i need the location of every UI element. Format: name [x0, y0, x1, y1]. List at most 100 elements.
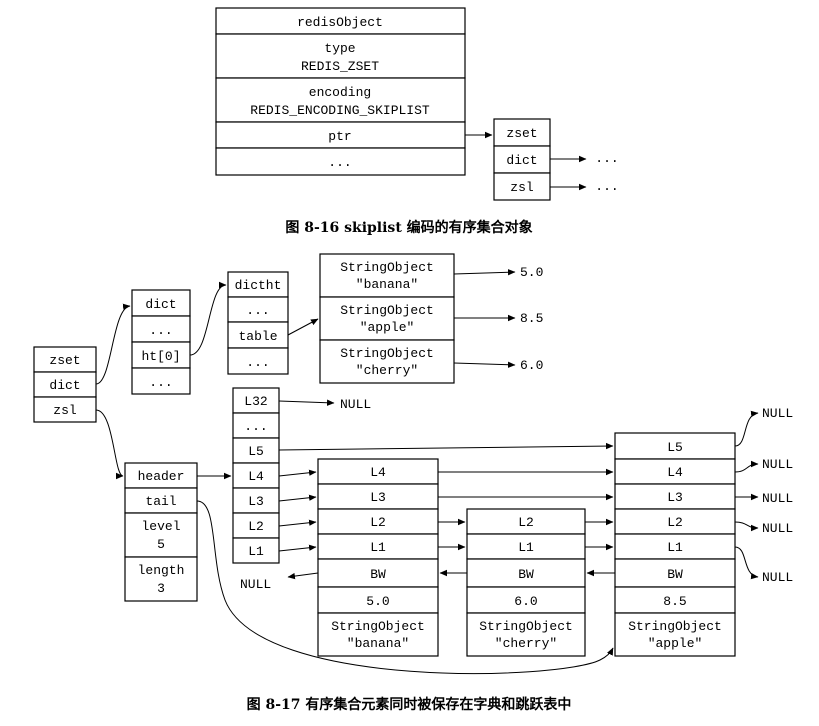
zsl-tail-field: tail: [145, 494, 176, 509]
fig16-redis-object: redisObject type REDIS_ZSET encoding RED…: [215, 7, 466, 176]
entry-banana-member: "banana": [356, 277, 418, 292]
tail-to-apple-link: [196, 500, 614, 675]
apple-l1-null-arrow: [734, 546, 759, 580]
zset-dict-field: dict: [506, 153, 537, 168]
redis-object-title: redisObject: [297, 15, 383, 30]
fig16-caption: 图 8-16 skiplist 编码的有序集合对象: [285, 219, 532, 236]
encoding-value: REDIS_ENCODING_SKIPLIST: [250, 103, 430, 118]
apple-l5-null-arrow: [734, 410, 759, 447]
zsl-length-value: 3: [157, 581, 165, 596]
header-level-l3: L3: [248, 494, 264, 509]
skiplist-node-banana: L4 L3 L2 L1 BW 5.0 StringObject "banana": [317, 458, 439, 657]
dict-title: dict: [145, 297, 176, 312]
node-banana-score: 5.0: [366, 594, 389, 609]
node-banana-member: "banana": [347, 636, 409, 651]
zsl-header-link: [95, 409, 124, 480]
entry-apple-score: 8.5: [520, 311, 543, 326]
banana-score-arrow: [453, 269, 516, 276]
banana-bw-null-arrow: [287, 572, 319, 580]
dict-ellipsis: ...: [595, 151, 618, 166]
zsl-ellipsis: ...: [595, 179, 618, 194]
ht0-dictht-link: [189, 281, 227, 356]
dictht-table-field: table: [238, 329, 277, 344]
dict-ellipsis-2: ...: [149, 375, 172, 390]
header-level-l5: L5: [248, 444, 264, 459]
l3-banana-arrow: [278, 494, 317, 502]
object-ellipsis: ...: [328, 155, 351, 170]
dict-struct: dict ... ht[0] ...: [131, 289, 191, 395]
header-level-l2: L2: [248, 519, 264, 534]
zset-zsl-field: zsl: [510, 180, 534, 195]
null-label-apple-l1: NULL: [762, 570, 793, 585]
type-value: REDIS_ZSET: [301, 59, 379, 74]
ptr-field: ptr: [328, 129, 351, 144]
entry-apple-type: StringObject: [340, 303, 434, 318]
null-label-apple-l5: NULL: [762, 406, 793, 421]
l5-apple-arrow: [278, 442, 614, 451]
l32-null-arrow: [278, 399, 335, 406]
node-banana-l4: L4: [370, 465, 386, 480]
encoding-label: encoding: [309, 85, 371, 100]
l2-banana-arrow: [278, 519, 317, 527]
skiplist-node-cherry: L2 L1 BW 6.0 StringObject "cherry": [466, 508, 586, 657]
entry-banana-score: 5.0: [520, 265, 543, 280]
node-apple-l1: L1: [667, 540, 683, 555]
null-label-apple-l2: NULL: [762, 521, 793, 536]
l1-banana-arrow: [278, 544, 317, 552]
header-level-l32: L32: [244, 394, 267, 409]
apple-l4-null-arrow: [734, 460, 759, 473]
header-node: L32 ... L5 L4 L3 L2 L1: [232, 387, 280, 564]
node-apple-l5: L5: [667, 440, 683, 455]
node-apple-bw: BW: [667, 567, 683, 582]
zset-dict-link: [95, 303, 131, 385]
entry-cherry-type: StringObject: [340, 346, 434, 361]
entry-cherry-member: "cherry": [356, 363, 418, 378]
zsl-length-label: length: [138, 563, 185, 578]
node-apple-obj: StringObject: [628, 619, 722, 634]
node-banana-obj: StringObject: [331, 619, 425, 634]
l4-banana-arrow: [278, 469, 317, 477]
node-cherry-l1: L1: [518, 540, 534, 555]
null-label-l32: NULL: [340, 397, 371, 412]
entry-cherry-score: 6.0: [520, 358, 543, 373]
node-cherry-score: 6.0: [514, 594, 537, 609]
node-banana-l2: L2: [370, 515, 386, 530]
fig17-caption: 图 8-17 有序集合元素同时被保存在字典和跳跃表中: [247, 696, 572, 713]
dictht-struct: dictht ... table ...: [227, 271, 289, 375]
null-label-bw: NULL: [240, 577, 271, 592]
zset-dict-field: dict: [49, 378, 80, 393]
node-apple-l2: L2: [667, 515, 683, 530]
zsl-level-label: level: [141, 519, 180, 534]
entry-apple-member: "apple": [360, 320, 415, 335]
zsl-header-field: header: [138, 469, 185, 484]
node-cherry-l2: L2: [518, 515, 534, 530]
zset-zsl-field: zsl: [53, 403, 77, 418]
dictht-ellipsis-2: ...: [246, 355, 269, 370]
fig17-zset-struct: zset dict zsl: [33, 346, 97, 423]
node-apple-member: "apple": [648, 636, 703, 651]
node-banana-l1: L1: [370, 540, 386, 555]
node-banana-bw: BW: [370, 567, 386, 582]
zskiplist-struct: header tail level 5 length 3: [124, 462, 198, 602]
zset-title: zset: [506, 126, 537, 141]
apple-l2-null-arrow: [734, 521, 759, 532]
zset-title: zset: [49, 353, 80, 368]
dict-ellipsis-1: ...: [149, 323, 172, 338]
table-entries-link: [287, 318, 319, 336]
header-level-l1: L1: [248, 544, 264, 559]
fig16-zset-struct: zset dict zsl ... ...: [493, 118, 619, 201]
dict-entries: StringObject "banana" StringObject "appl…: [319, 253, 543, 384]
node-apple-l4: L4: [667, 465, 683, 480]
null-label-apple-l4: NULL: [762, 457, 793, 472]
connectors: [95, 281, 759, 675]
node-apple-l3: L3: [667, 490, 683, 505]
cherry-score-arrow: [453, 361, 516, 368]
node-banana-l3: L3: [370, 490, 386, 505]
skiplist-node-apple: L5 L4 L3 L2 L1 BW 8.5 StringObject "appl…: [614, 432, 736, 657]
dictht-ellipsis-1: ...: [246, 303, 269, 318]
entry-banana-type: StringObject: [340, 260, 434, 275]
node-cherry-bw: BW: [518, 567, 534, 582]
dict-ht0-field: ht[0]: [141, 349, 180, 364]
node-apple-score: 8.5: [663, 594, 686, 609]
